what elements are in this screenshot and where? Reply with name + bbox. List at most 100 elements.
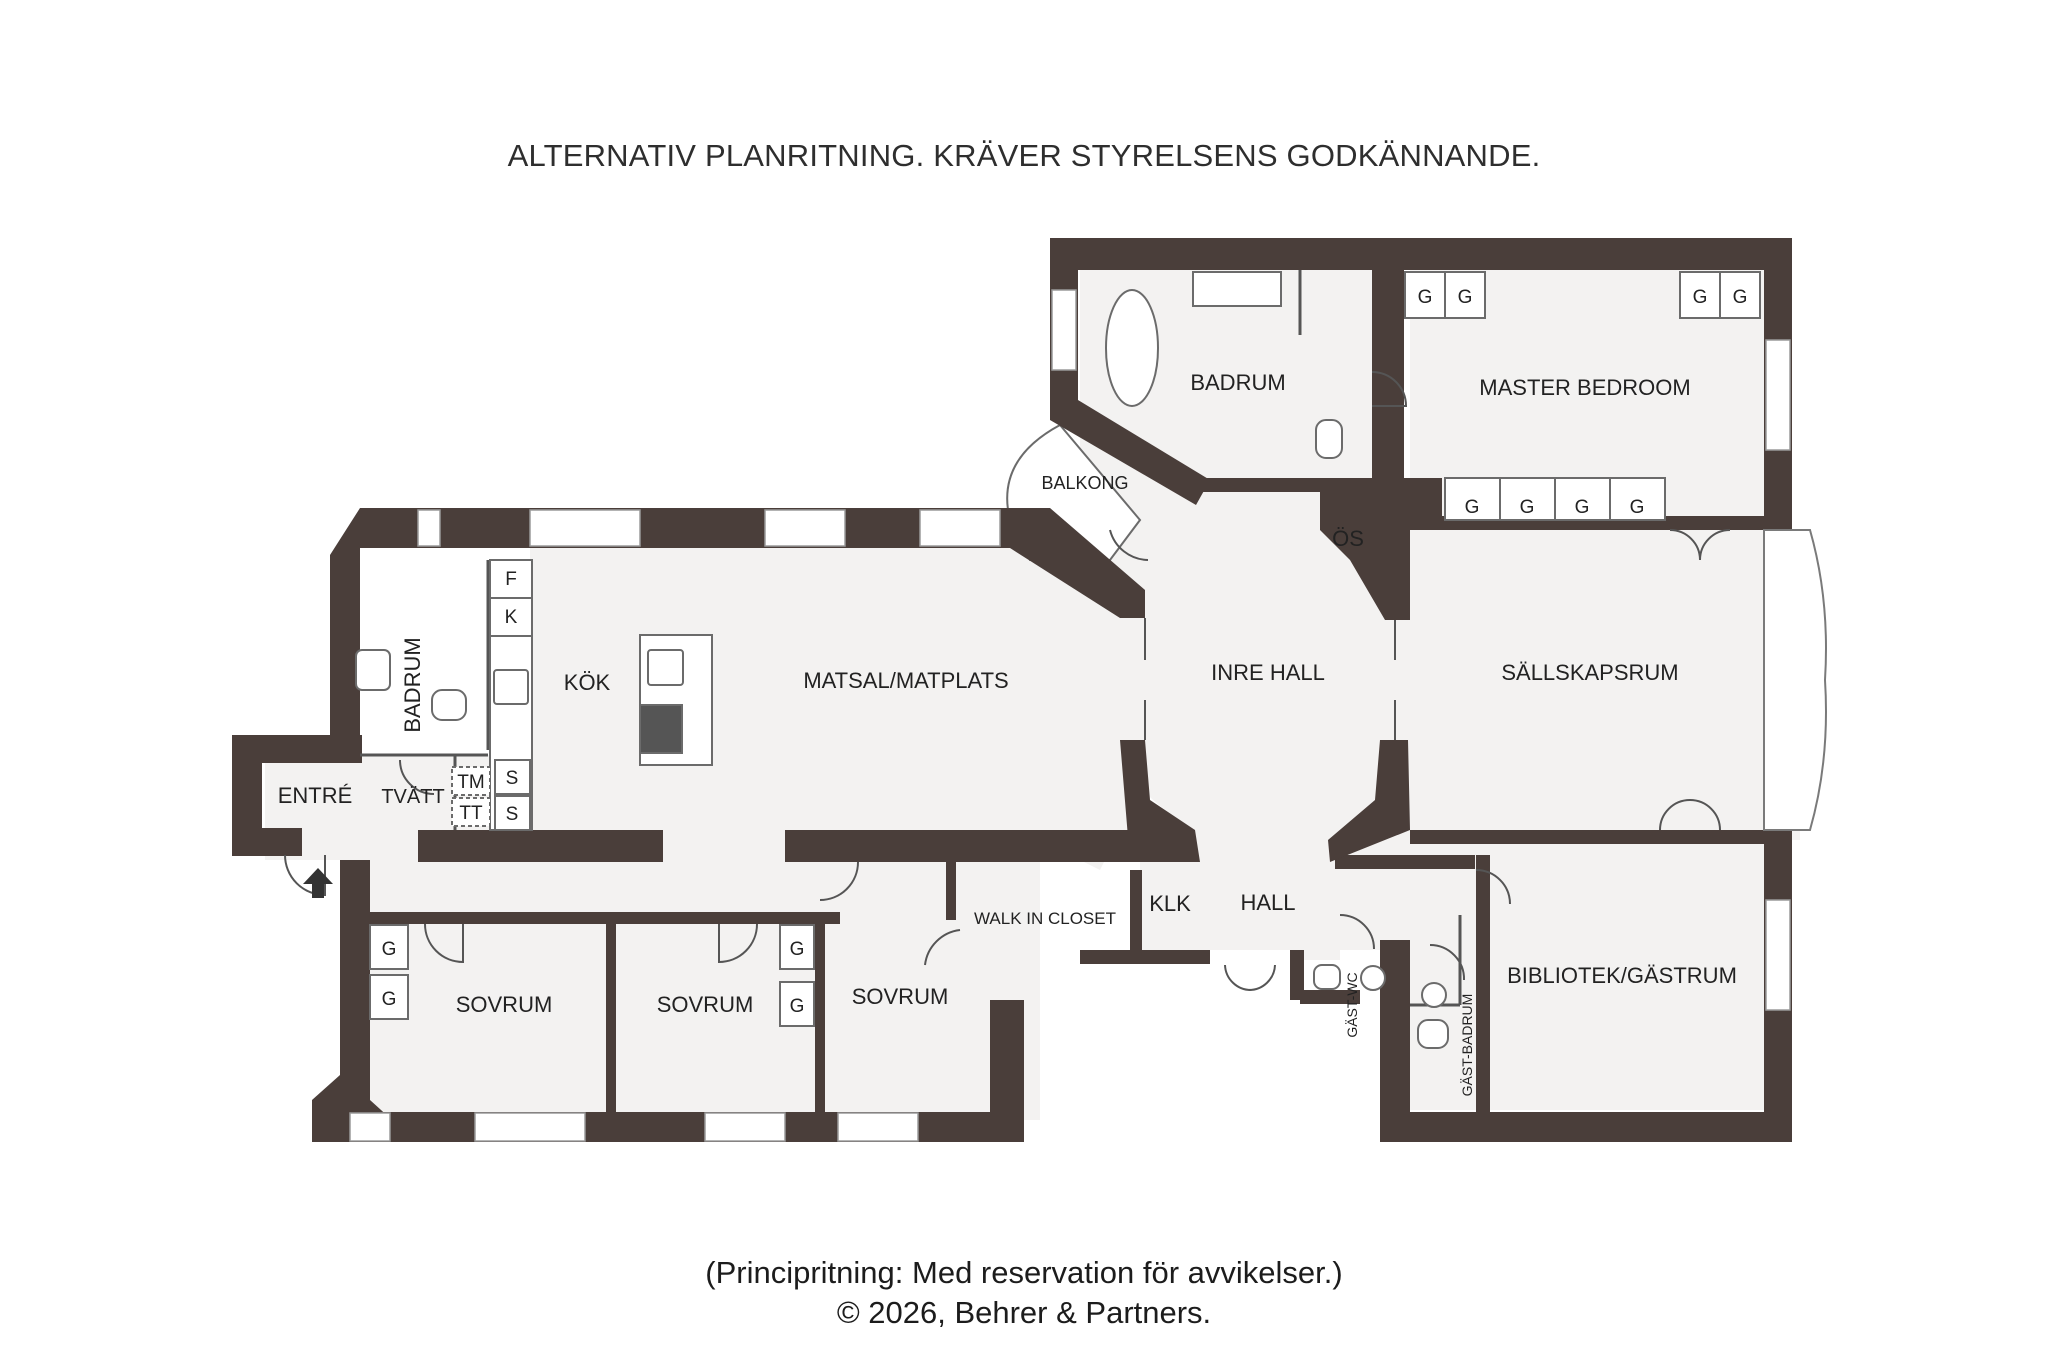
wall-klk	[1130, 870, 1142, 950]
label-bibliotek: BIBLIOTEK/GÄSTRUM	[1507, 963, 1737, 988]
door-sovrum-1	[424, 923, 464, 964]
wall-gastwc-left	[1290, 950, 1304, 1000]
wardrobe-label: G	[790, 939, 805, 960]
wall-sovrum-div2	[815, 912, 825, 1112]
wall-bottom-right-step	[1380, 940, 1410, 1142]
plan-title: ALTERNATIV PLANRITNING. KRÄVER STYRELSEN…	[507, 138, 1541, 173]
cooktop-icon	[639, 704, 683, 754]
wardrobe-master-b-3	[1554, 477, 1611, 521]
wall-diagonal-badrum	[1050, 400, 1210, 505]
freezer-cell	[489, 597, 533, 637]
bay-window	[1763, 529, 1827, 831]
footer-disclaimer: (Principritning: Med reservation för avv…	[705, 1255, 1343, 1290]
wall-left-wing-top	[360, 508, 1010, 548]
room-labels: BADRUM MASTER BEDROOM BALKONG ÖS BADRUM …	[278, 370, 1737, 1096]
wardrobe-label: G	[382, 939, 397, 960]
window	[764, 509, 846, 547]
door-bibliotek	[1475, 869, 1511, 905]
label-sovrum-3: SOVRUM	[852, 984, 949, 1009]
wall-entre-bottom	[232, 828, 302, 856]
window	[474, 1112, 586, 1142]
label-entre: ENTRÉ	[278, 783, 353, 808]
wardrobe-label: G	[1575, 497, 1590, 518]
label-gast-wc: GÄST-WC	[1344, 972, 1360, 1037]
wardrobe-sovrum2-2	[779, 981, 815, 1027]
wardrobe-label: G	[790, 996, 805, 1017]
wall-left-outer	[330, 555, 360, 755]
label-balkong: BALKONG	[1041, 473, 1128, 493]
wall-top-block-top	[1050, 238, 1792, 270]
door-badrum-top	[1371, 371, 1408, 407]
wardrobe-sovrum2-1	[779, 924, 815, 970]
window	[1051, 289, 1077, 371]
fixture-labels: G G G G G G G G G G G G F K S S TM TT	[382, 287, 1748, 1017]
wall-hall-divider	[785, 830, 1130, 862]
wall-bottom-right	[1380, 1112, 1792, 1142]
door-jambs	[1144, 618, 1396, 740]
wardrobe-label: G	[1520, 497, 1535, 518]
door-sovrum-2	[718, 923, 758, 964]
walls	[232, 238, 1792, 1142]
wardrobe-master-tr-1	[1679, 271, 1721, 319]
windows	[349, 289, 1791, 1142]
floor-left-wing	[265, 548, 1150, 1130]
cabinet-label: S	[506, 804, 519, 825]
washer-icon	[451, 766, 491, 796]
wardrobe-label: G	[1465, 497, 1480, 518]
wall-walkin-left	[946, 860, 956, 920]
door-gast-badrum	[1429, 944, 1466, 981]
wardrobe-label: G	[1733, 287, 1748, 308]
window	[349, 1112, 391, 1142]
wardrobes	[369, 271, 1761, 1027]
freezer-label: K	[505, 607, 518, 628]
label-matsal: MATSAL/MATPLATS	[803, 668, 1008, 693]
gast-wc-toilet-icon	[1313, 964, 1341, 990]
bathtub-icon	[1105, 289, 1159, 407]
counter-sink-icon	[493, 669, 529, 705]
label-sallskapsrum: SÄLLSKAPSRUM	[1501, 660, 1678, 685]
fridge-label: F	[505, 569, 517, 590]
window	[529, 509, 641, 547]
label-sovrum-2: SOVRUM	[657, 992, 754, 1017]
label-inre-hall: INRE HALL	[1211, 660, 1325, 685]
label-tvatt: TVÄTT	[381, 786, 444, 808]
door-balkong	[1109, 529, 1149, 561]
gast-wc-sink-icon	[1360, 965, 1386, 991]
wardrobe-sovrum1-1	[369, 924, 409, 970]
label-klk: KLK	[1149, 891, 1191, 916]
fixtures	[355, 271, 1449, 1049]
washer-label: TM	[457, 772, 484, 793]
wardrobe-sovrum1-2	[369, 974, 409, 1020]
entry-arrow-icon	[303, 868, 333, 898]
window	[1765, 339, 1791, 451]
doors	[284, 371, 1731, 991]
wall-hall-right	[1335, 855, 1475, 869]
wall-walkin-right	[990, 1000, 1024, 1142]
wall-kitchen-diag	[1000, 508, 1145, 618]
label-badrum-top: BADRUM	[1190, 370, 1285, 395]
wall-hall-curve-right	[1328, 740, 1410, 862]
wall-hall-curve-left	[1120, 740, 1200, 862]
wall-badrum-bottom	[1180, 478, 1380, 492]
label-gast-badrum: GÄST-BADRUM	[1459, 994, 1475, 1097]
door-sallskap	[1659, 799, 1721, 831]
door-klk	[1224, 964, 1276, 991]
wardrobe-label: G	[1693, 287, 1708, 308]
wall-sovrum-left	[340, 860, 370, 1060]
dryer-icon	[451, 797, 491, 827]
wardrobe-master-b-4	[1609, 477, 1666, 521]
island-sink-icon	[647, 649, 684, 686]
wardrobe-master-tl-2	[1444, 271, 1486, 319]
gast-badrum-sink-icon	[1421, 982, 1447, 1008]
double-sink-icon	[1192, 271, 1282, 307]
window	[1765, 899, 1791, 1011]
label-os: ÖS	[1332, 526, 1364, 551]
wardrobe-master-b-2	[1499, 477, 1556, 521]
wall-sovrum-top	[360, 912, 840, 924]
wardrobe-label: G	[382, 989, 397, 1010]
sink-left-bath-icon	[355, 649, 391, 691]
label-sovrum-1: SOVRUM	[456, 992, 553, 1017]
door-walkin	[924, 929, 961, 966]
door-master	[1669, 529, 1731, 561]
